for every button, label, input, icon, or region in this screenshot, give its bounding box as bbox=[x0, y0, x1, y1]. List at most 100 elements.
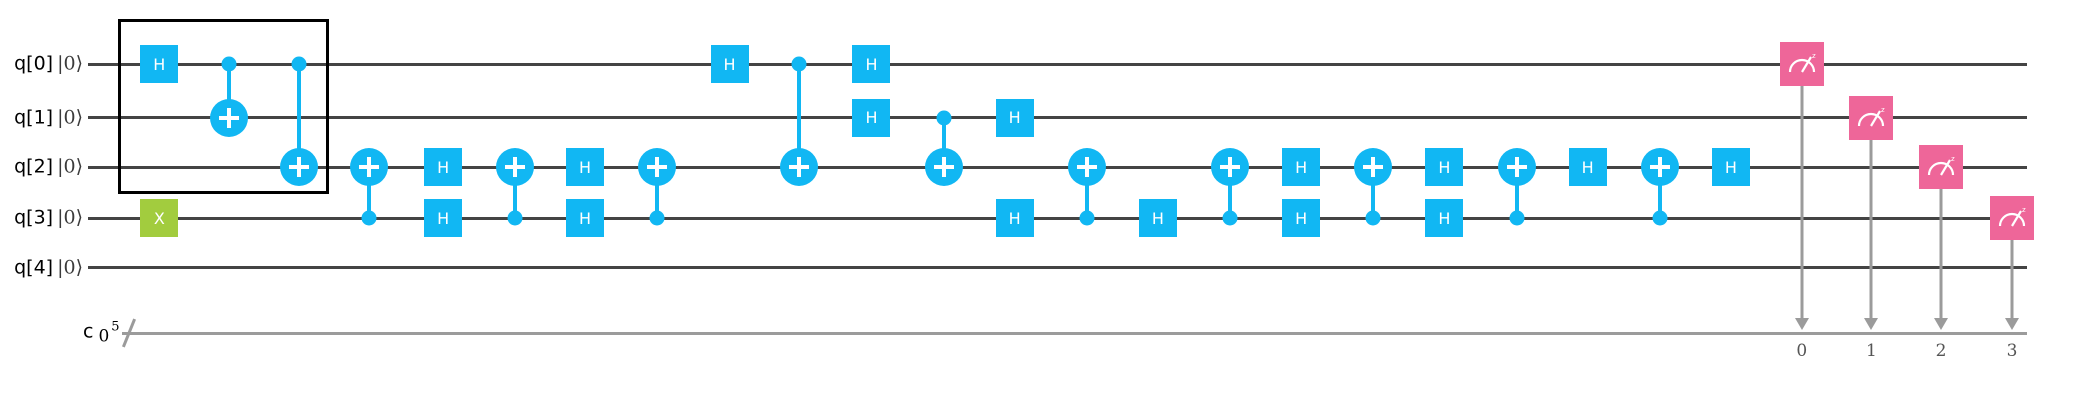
h-gate-q1[interactable]: H bbox=[852, 98, 891, 137]
measure-classical-link-1 bbox=[1869, 117, 1873, 320]
h-gate-q0[interactable]: H bbox=[852, 45, 891, 84]
qubit-label-0: q[0]|0⟩ bbox=[14, 52, 83, 75]
cnot-target-q2[interactable] bbox=[780, 148, 819, 187]
h-gate-q0[interactable]: H bbox=[140, 45, 179, 84]
cnot-control-dot-q3[interactable] bbox=[1079, 210, 1095, 226]
classical-register-name: c bbox=[82, 320, 94, 343]
cnot-target-q2[interactable] bbox=[1067, 148, 1106, 187]
meter-icon: z bbox=[1788, 52, 1816, 73]
qubit-state-ket: |0⟩ bbox=[57, 256, 83, 279]
qubit-name: q[4] bbox=[14, 256, 54, 279]
qubit-name: q[3] bbox=[14, 206, 54, 229]
svg-text:z: z bbox=[1881, 106, 1885, 114]
plus-icon bbox=[933, 157, 954, 178]
qubit-state-ket: |0⟩ bbox=[57, 106, 83, 129]
qubit-state-ket: |0⟩ bbox=[57, 155, 83, 178]
qubit-state-ket: |0⟩ bbox=[57, 52, 83, 75]
h-gate-q2[interactable]: H bbox=[1711, 148, 1750, 187]
meter-icon: z bbox=[1927, 155, 1955, 176]
h-gate-q2[interactable]: H bbox=[565, 148, 604, 187]
measure-gate-q2[interactable]: z bbox=[1919, 145, 1964, 190]
classical-bit-label-2: 2 bbox=[1935, 341, 1947, 362]
cnot-control-dot-q3[interactable] bbox=[507, 210, 523, 226]
x-gate-q3[interactable]: X bbox=[140, 199, 179, 238]
plus-icon bbox=[288, 157, 309, 178]
h-gate-q3[interactable]: H bbox=[1138, 199, 1177, 238]
classical-wire bbox=[122, 331, 2027, 335]
measure-gate-q0[interactable]: z bbox=[1779, 42, 1824, 87]
cnot-connector-q3-q2 bbox=[1657, 167, 1662, 219]
measure-arrow-1 bbox=[1864, 318, 1879, 331]
plus-icon bbox=[1649, 157, 1670, 178]
cnot-target-q2[interactable] bbox=[496, 148, 535, 187]
cnot-control-dot-q3[interactable] bbox=[1222, 210, 1238, 226]
plus-icon bbox=[1076, 157, 1097, 178]
h-gate-q2[interactable]: H bbox=[1425, 148, 1464, 187]
cnot-target-q2[interactable] bbox=[1497, 148, 1536, 187]
h-gate-q0[interactable]: H bbox=[710, 45, 749, 84]
measure-arrow-3 bbox=[2004, 318, 2019, 331]
svg-text:z: z bbox=[2022, 206, 2026, 214]
h-gate-q3[interactable]: H bbox=[424, 199, 463, 238]
classical-register-index: 0 bbox=[98, 326, 110, 347]
cnot-target-q2[interactable] bbox=[1354, 148, 1393, 187]
cnot-connector-q3-q2 bbox=[1371, 167, 1376, 219]
plus-icon bbox=[1506, 157, 1527, 178]
qubit-name: q[0] bbox=[14, 52, 54, 75]
plus-icon bbox=[359, 157, 380, 178]
cnot-target-q2[interactable] bbox=[350, 148, 389, 187]
svg-text:z: z bbox=[1812, 52, 1816, 60]
measure-arrow-2 bbox=[1934, 318, 1949, 331]
measure-gate-q3[interactable]: z bbox=[1989, 196, 2034, 241]
plus-icon bbox=[1363, 157, 1384, 178]
h-gate-q3[interactable]: H bbox=[1425, 199, 1464, 238]
h-gate-q2[interactable]: H bbox=[1282, 148, 1321, 187]
cnot-connector-q3-q2 bbox=[367, 167, 372, 219]
cnot-target-q2[interactable] bbox=[1640, 148, 1679, 187]
meter-icon: z bbox=[1998, 206, 2026, 227]
cnot-target-q2[interactable] bbox=[279, 148, 318, 187]
cnot-target-q1[interactable] bbox=[209, 98, 248, 137]
cnot-control-dot-q3[interactable] bbox=[649, 210, 665, 226]
h-gate-q2[interactable]: H bbox=[1568, 148, 1607, 187]
measure-gate-q1[interactable]: z bbox=[1849, 95, 1894, 140]
cnot-control-dot-q0[interactable] bbox=[221, 56, 237, 72]
measure-classical-link-0 bbox=[1800, 64, 1804, 320]
classical-bit-label-1: 1 bbox=[1866, 341, 1877, 362]
cnot-target-q2[interactable] bbox=[924, 148, 963, 187]
h-gate-q3[interactable]: H bbox=[565, 199, 604, 238]
cnot-connector-q3-q2 bbox=[1084, 167, 1089, 219]
cnot-target-q2[interactable] bbox=[1211, 148, 1250, 187]
cnot-connector-q3-q2 bbox=[1514, 167, 1519, 219]
cnot-target-q2[interactable] bbox=[638, 148, 677, 187]
cnot-control-dot-q3[interactable] bbox=[1365, 210, 1381, 226]
classical-bit-label-3: 3 bbox=[2006, 341, 2018, 362]
qubit-name: q[1] bbox=[14, 106, 54, 129]
cnot-control-dot-q0[interactable] bbox=[791, 56, 807, 72]
h-gate-q3[interactable]: H bbox=[1282, 199, 1321, 238]
plus-icon bbox=[789, 157, 810, 178]
measure-classical-link-2 bbox=[1939, 167, 1943, 320]
cnot-control-dot-q1[interactable] bbox=[936, 110, 952, 126]
h-gate-q1[interactable]: H bbox=[995, 98, 1034, 137]
cnot-connector-q3-q2 bbox=[513, 167, 518, 219]
cnot-connector-q0-q2 bbox=[296, 64, 301, 168]
plus-icon bbox=[1220, 157, 1241, 178]
plus-icon bbox=[218, 107, 239, 128]
cnot-control-dot-q0[interactable] bbox=[291, 56, 307, 72]
plus-icon bbox=[505, 157, 526, 178]
gate-group-box[interactable] bbox=[117, 18, 330, 195]
qubit-state-ket: |0⟩ bbox=[57, 206, 83, 229]
cnot-connector-q0-q1 bbox=[226, 64, 231, 118]
h-gate-q2[interactable]: H bbox=[424, 148, 463, 187]
cnot-control-dot-q3[interactable] bbox=[1652, 210, 1668, 226]
cnot-control-dot-q3[interactable] bbox=[361, 210, 377, 226]
cnot-control-dot-q3[interactable] bbox=[1509, 210, 1525, 226]
h-gate-q3[interactable]: H bbox=[995, 199, 1034, 238]
measure-arrow-0 bbox=[1794, 318, 1809, 331]
plus-icon bbox=[647, 157, 668, 178]
cnot-connector-q3-q2 bbox=[1228, 167, 1233, 219]
qubit-wire-1 bbox=[88, 116, 2027, 120]
